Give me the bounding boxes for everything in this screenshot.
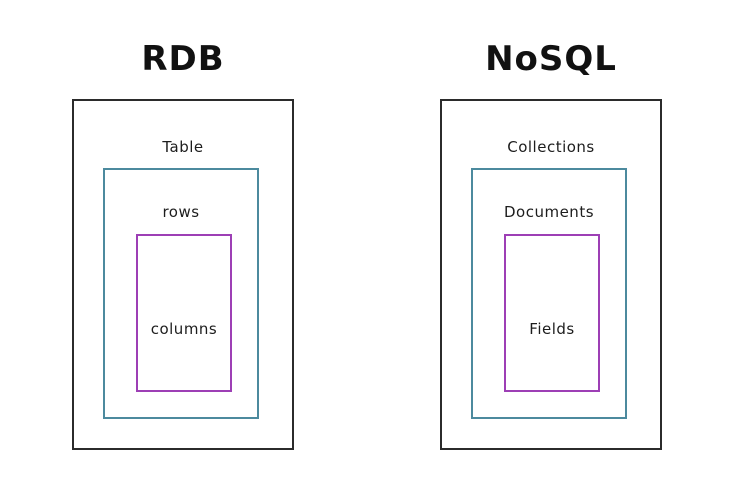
columns-label: columns bbox=[150, 320, 218, 338]
fields-label: Fields bbox=[529, 320, 575, 338]
collections-label: Collections bbox=[507, 138, 595, 156]
collections-box: Collections Documents Fields bbox=[440, 99, 662, 450]
rdb-title: RDB bbox=[141, 39, 225, 79]
columns-box: columns bbox=[136, 234, 232, 392]
rows-box: rows columns bbox=[103, 168, 259, 419]
documents-box: Documents Fields bbox=[471, 168, 627, 419]
nosql-title: NoSQL bbox=[485, 39, 617, 79]
rows-label: rows bbox=[162, 203, 200, 221]
documents-label: Documents bbox=[503, 203, 595, 221]
fields-box: Fields bbox=[504, 234, 600, 392]
rdb-panel: RDB Table rows columns bbox=[72, 42, 294, 454]
nosql-panel: NoSQL Collections Documents Fields bbox=[440, 42, 662, 454]
table-label: Table bbox=[162, 138, 204, 156]
table-box: Table rows columns bbox=[72, 99, 294, 450]
